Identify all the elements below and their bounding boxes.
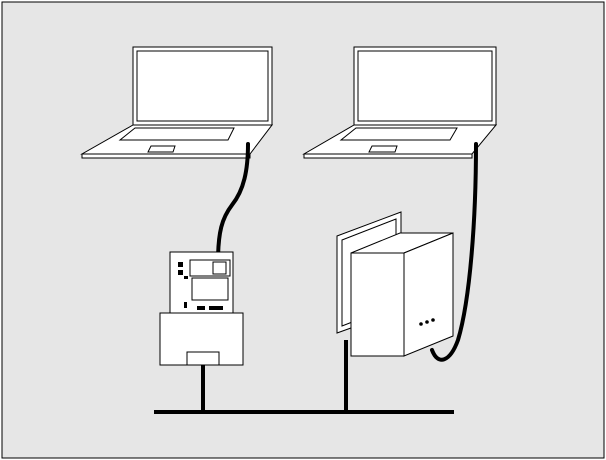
board-component-2 (178, 270, 183, 275)
cable-right (430, 142, 478, 362)
board-component-6 (209, 306, 223, 310)
board-chip (191, 277, 229, 301)
wall-box (336, 211, 454, 357)
laptop-right-touchpad (368, 145, 398, 153)
board-component-1 (178, 262, 183, 267)
laptop-right-keyboard (339, 127, 458, 141)
wall-box-side (350, 252, 405, 357)
cable-left (216, 142, 250, 264)
laptop-right-screen-inner (357, 50, 493, 122)
board-base-port (186, 351, 220, 366)
indicator-light-3 (431, 318, 435, 322)
indicator-light-1 (419, 322, 423, 326)
laptop-left (80, 46, 274, 159)
laptop-left-touchpad (147, 145, 176, 153)
laptop-left-base-edge (81, 153, 251, 159)
board-component-4 (184, 302, 187, 308)
wall-box-front (403, 232, 454, 357)
board-component-5 (197, 306, 205, 310)
board-component-3 (184, 276, 188, 279)
laptop-left-screen-inner (136, 50, 269, 122)
laptop-right (302, 46, 498, 159)
laptop-left-keyboard (118, 127, 235, 141)
laptop-right-base-edge (303, 153, 473, 159)
board-connector (212, 261, 227, 275)
controller-board (159, 251, 244, 366)
indicator-light-2 (425, 320, 429, 324)
